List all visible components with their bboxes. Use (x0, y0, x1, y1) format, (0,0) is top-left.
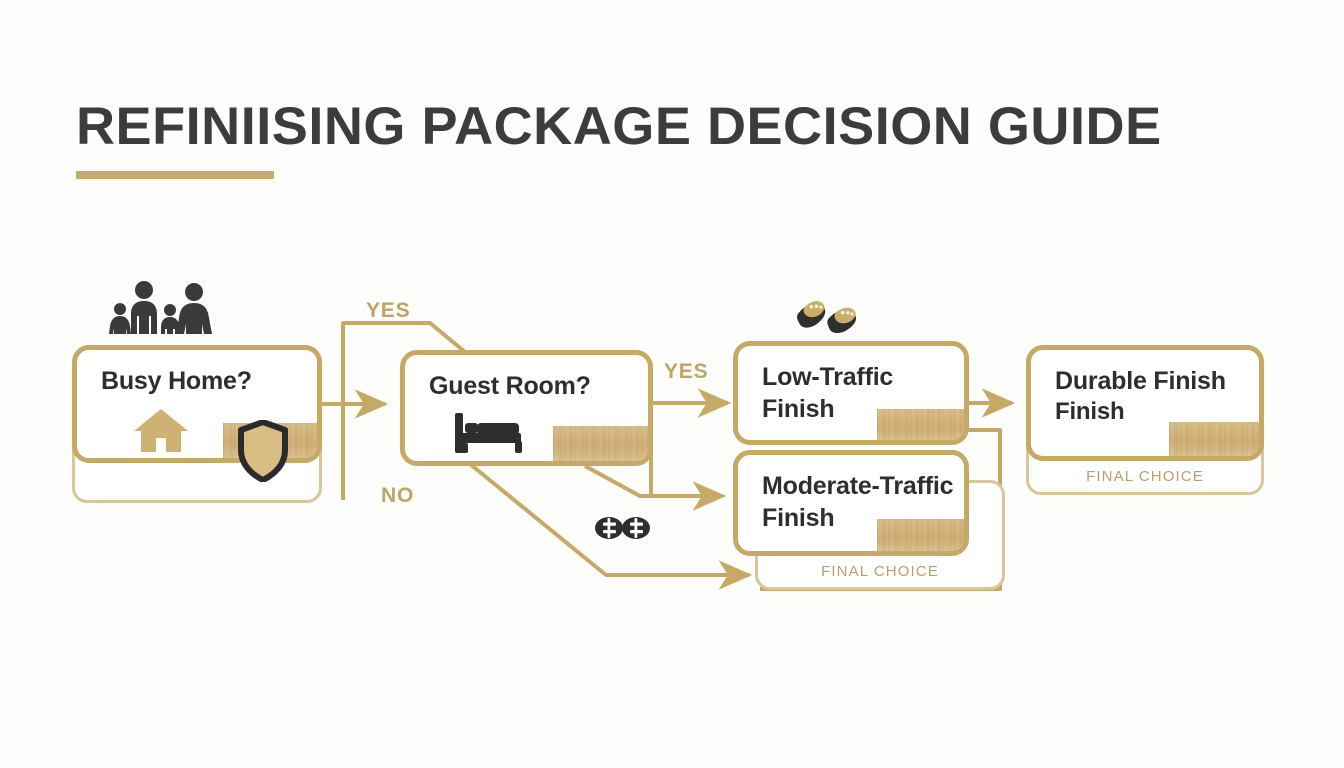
node-guest-room-label: Guest Room? (429, 372, 591, 400)
caption-label: FINAL CHOICE (1086, 468, 1204, 485)
node-moderate-traffic[interactable]: Moderate-Traffic Finish (733, 450, 969, 556)
node-busy-home-label: Busy Home? (101, 367, 252, 395)
node-durable-finish-label: Durable Finish Finish (1055, 367, 1226, 425)
edge-label-busy-home-yes: YES (366, 299, 411, 322)
wood-swatch (1169, 422, 1259, 456)
node-durable-finish[interactable]: Durable Finish Finish (1026, 345, 1264, 461)
bed-icon (455, 413, 522, 453)
wood-swatch (553, 426, 648, 461)
node-low-traffic-label: Low-Traffic Finish (762, 363, 894, 423)
edge-label-busy-home-no: NO (381, 484, 415, 507)
title-underline-rule (76, 171, 274, 179)
shield-icon (238, 420, 288, 482)
node-low-traffic[interactable]: Low-Traffic Finish (733, 341, 969, 445)
node-guest-room[interactable]: Guest Room? (400, 350, 653, 466)
page-title: REFINIISING PACKAGE DECISION GUIDE (76, 97, 1162, 156)
edge-label-guest-room-yes: YES (664, 360, 709, 383)
slippers-icon (795, 296, 873, 336)
edge-guest-room-to-moderate (584, 464, 727, 511)
footprint-icon (594, 512, 652, 544)
caption-label: FINAL CHOICE (821, 563, 939, 580)
house-icon (134, 409, 188, 452)
family-icon (98, 278, 214, 334)
title-block: REFINIISING PACKAGE DECISION GUIDE (76, 100, 1161, 179)
node-moderate-traffic-label: Moderate-Traffic Finish (762, 472, 954, 532)
